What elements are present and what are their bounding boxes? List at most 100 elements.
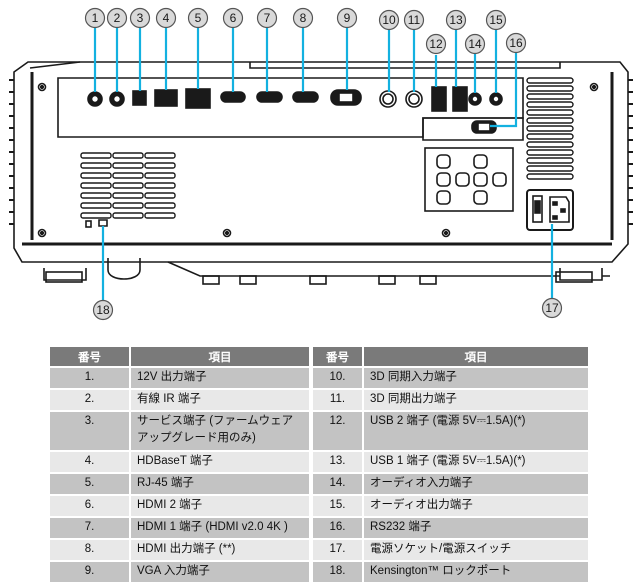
callout-13: 13 [445,9,467,31]
row-number: 1. [50,367,131,390]
callout-circle [129,7,151,29]
callout-number: 8 [300,11,307,25]
row-item: 3D 同期入力端子 [363,367,590,390]
row-number: 13. [313,451,364,474]
row-item: 3D 同期出力端子 [363,389,590,412]
row-number: 17. [313,539,364,562]
row-number: 14. [313,473,364,496]
callout-circle [464,33,486,55]
row-number: 15. [313,495,364,518]
callout-number: 12 [429,37,443,51]
row-item: HDMI 1 端子 (HDMI v2.0 4K ) [130,517,311,540]
row-item: RS232 端子 [363,517,590,540]
table-row: 3.サービス端子 (ファームウェアアップグレード用のみ) [50,411,311,452]
callout-number: 7 [264,11,271,25]
table-row: 4.HDBaseT 端子 [50,451,311,474]
table-row: 7.HDMI 1 端子 (HDMI v2.0 4K ) [50,517,311,540]
callout-number: 13 [449,13,463,27]
table-row: 1.12V 出力端子 [50,367,311,390]
row-item: オーディオ出力端子 [363,495,590,518]
row-item: 有線 IR 端子 [130,389,311,412]
header-number: 番号 [50,347,131,368]
callout-circle [222,7,244,29]
callout-number: 16 [509,36,523,50]
table-row: 10.3D 同期入力端子 [313,367,590,390]
row-number: 3. [50,411,131,452]
callout-circle [485,9,507,31]
table-row: 12.USB 2 端子 (電源 5V⎓1.5A)(*) [313,411,590,452]
table-header-row: 番号 項目 [313,347,590,368]
callout-1: 1 [84,7,106,29]
callout-14: 14 [464,33,486,55]
callout-9: 9 [336,7,358,29]
callout-circle [541,297,563,319]
table-row: 18.Kensington™ ロックポート [313,561,590,584]
row-number: 18. [313,561,364,584]
table-row: 2.有線 IR 端子 [50,389,311,412]
row-number: 4. [50,451,131,474]
row-item: VGA 入力端子 [130,561,311,584]
row-item: RJ-45 端子 [130,473,311,496]
row-item: HDBaseT 端子 [130,451,311,474]
callout-circle [106,7,128,29]
row-item: HDMI 出力端子 (**) [130,539,311,562]
callout-12: 12 [425,33,447,55]
callout-17: 17 [541,297,563,319]
callout-number: 1 [92,11,99,25]
row-number: 12. [313,411,364,452]
callout-line-16 [490,50,518,128]
callout-number: 2 [114,11,121,25]
callout-3: 3 [129,7,151,29]
callout-number: 14 [468,37,482,51]
table-row: 15.オーディオ出力端子 [313,495,590,518]
callout-circle [256,7,278,29]
row-item: サービス端子 (ファームウェアアップグレード用のみ) [130,411,311,452]
header-item: 項目 [363,347,590,368]
callout-5: 5 [187,7,209,29]
row-number: 9. [50,561,131,584]
callout-circle [378,9,400,31]
row-item: Kensington™ ロックポート [363,561,590,584]
callout-circle [403,9,425,31]
callout-8: 8 [292,7,314,29]
table-row: 16.RS232 端子 [313,517,590,540]
row-number: 7. [50,517,131,540]
callout-circle [445,9,467,31]
table-row: 6.HDMI 2 端子 [50,495,311,518]
row-item: 12V 出力端子 [130,367,311,390]
callout-18: 18 [92,299,114,321]
callout-circle [92,299,114,321]
row-number: 5. [50,473,131,496]
callout-number: 17 [545,301,559,315]
row-number: 10. [313,367,364,390]
callout-2: 2 [106,7,128,29]
callout-16: 16 [505,32,527,54]
callout-circle [336,7,358,29]
projector-body [9,61,633,285]
callout-number: 15 [489,13,503,27]
callout-number: 6 [230,11,237,25]
header-number: 番号 [313,347,364,368]
callout-7: 7 [256,7,278,29]
row-number: 8. [50,539,131,562]
table-row: 9.VGA 入力端子 [50,561,311,584]
row-item: USB 2 端子 (電源 5V⎓1.5A)(*) [363,411,590,452]
callout-6: 6 [222,7,244,29]
table-row: 14.オーディオ入力端子 [313,473,590,496]
callout-number: 5 [195,11,202,25]
row-number: 2. [50,389,131,412]
callout-4: 4 [155,7,177,29]
callout-number: 10 [382,13,396,27]
row-item: 電源ソケット/電源スイッチ [363,539,590,562]
callout-circle [155,7,177,29]
table-row: 13.USB 1 端子 (電源 5V⎓1.5A)(*) [313,451,590,474]
callout-10: 10 [378,9,400,31]
callout-circle [187,7,209,29]
callout-circle [292,7,314,29]
callout-number: 3 [137,11,144,25]
row-number: 11. [313,389,364,412]
callout-number: 18 [96,303,110,317]
